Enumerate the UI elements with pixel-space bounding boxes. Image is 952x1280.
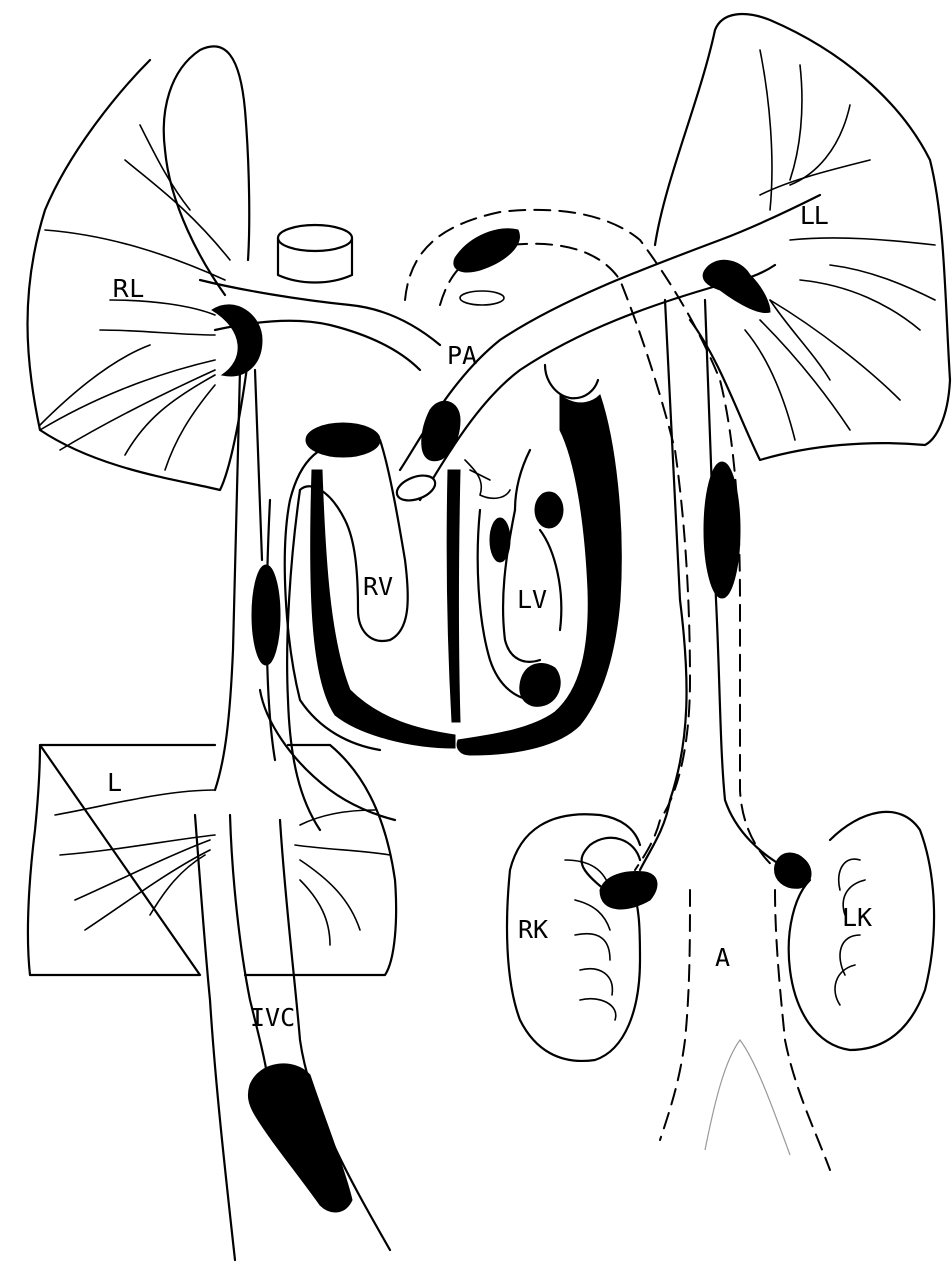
label-right-ventricle: RV xyxy=(363,572,393,601)
label-left-kidney: LK xyxy=(842,903,872,932)
label-right-lung: RL xyxy=(112,274,143,303)
clot-ivc xyxy=(248,1064,352,1212)
clot-left-renal xyxy=(775,853,811,888)
clot-left-lung xyxy=(703,260,770,312)
clot-aortic-arch xyxy=(454,229,520,272)
clot-svc xyxy=(252,565,280,665)
clot-lv-apex xyxy=(520,663,560,706)
right-lung xyxy=(28,46,250,490)
label-pulmonary-artery: PA xyxy=(447,341,477,370)
labels: RL LL PA RV LV L RK LK A IVC xyxy=(107,201,872,1032)
clot-descending xyxy=(704,462,740,598)
clot-right-renal xyxy=(600,872,657,909)
label-right-kidney: RK xyxy=(518,915,548,944)
clot-pa-trunk xyxy=(422,401,460,460)
clot-lv-b xyxy=(490,518,510,562)
label-aorta: A xyxy=(715,943,730,972)
label-left-ventricle: LV xyxy=(517,585,547,614)
clot-lv-a xyxy=(535,492,563,528)
label-inferior-vena-cava: IVC xyxy=(250,1003,295,1032)
clot-rv-top xyxy=(306,423,380,457)
left-lung xyxy=(655,14,950,460)
label-liver: L xyxy=(107,768,122,797)
clot-right-lung xyxy=(212,305,262,376)
liver xyxy=(28,745,396,975)
aortic-bifurcation xyxy=(705,1040,790,1155)
label-left-lung: LL xyxy=(800,201,828,230)
